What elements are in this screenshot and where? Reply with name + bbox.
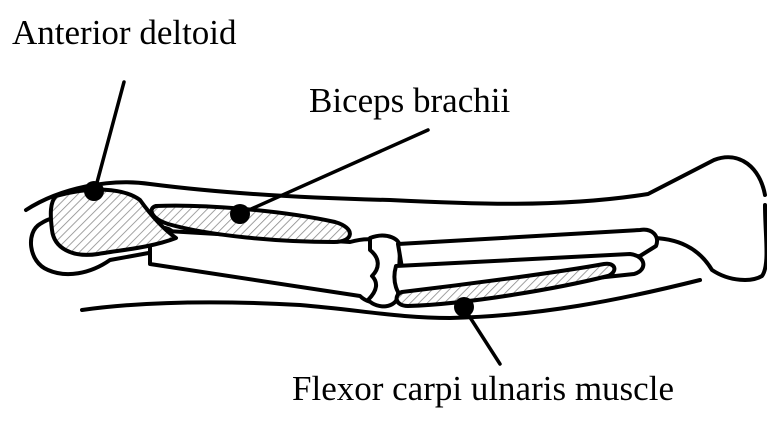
flexor-carpi-ulnaris-label: Flexor carpi ulnaris muscle bbox=[292, 369, 674, 408]
anterior-deltoid-muscle bbox=[51, 190, 176, 255]
anterior-deltoid-leader bbox=[95, 82, 124, 190]
biceps-brachii-label: Biceps brachii bbox=[309, 81, 510, 120]
flexor-carpi-ulnaris-marker bbox=[454, 297, 474, 317]
biceps-brachii-marker bbox=[230, 204, 250, 224]
anterior-deltoid-label: Anterior deltoid bbox=[12, 13, 237, 52]
anterior-deltoid-marker bbox=[84, 181, 104, 201]
